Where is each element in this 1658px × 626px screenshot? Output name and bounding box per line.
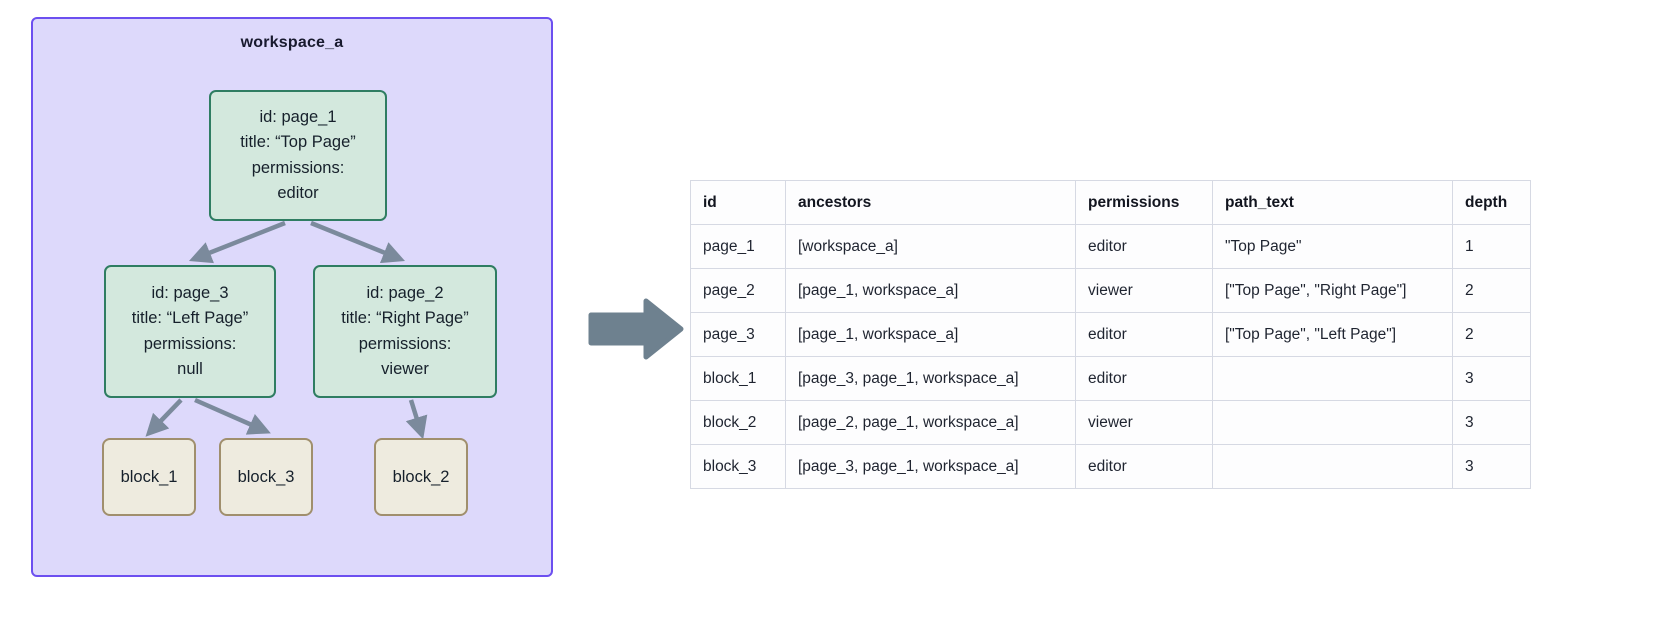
node-block-1[interactable]: block_1 <box>102 438 196 516</box>
table-row[interactable]: block_3 [page_3, page_1, workspace_a] ed… <box>690 444 1531 489</box>
node-page-2-line-permissions-value: viewer <box>381 359 429 378</box>
cell-depth: 2 <box>1452 312 1531 357</box>
node-page-3-line-permissions-label: permissions: <box>143 334 237 353</box>
cell-depth: 3 <box>1452 356 1531 401</box>
cell-depth: 3 <box>1452 444 1531 489</box>
cell-ancestors: [page_3, page_1, workspace_a] <box>785 356 1076 401</box>
cell-ancestors: [page_2, page_1, workspace_a] <box>785 400 1076 445</box>
table-row[interactable]: page_1 [workspace_a] editor "Top Page" 1 <box>690 224 1531 269</box>
cell-path-text <box>1212 444 1453 489</box>
cell-id: block_2 <box>690 400 786 445</box>
node-page-2-line-title: title: “Right Page” <box>341 309 469 328</box>
workspace-title: workspace_a <box>240 34 344 51</box>
cell-path-text: "Top Page" <box>1212 224 1453 269</box>
node-block-3[interactable]: block_3 <box>219 438 313 516</box>
table-row[interactable]: page_2 [page_1, workspace_a] viewer ["To… <box>690 268 1531 313</box>
column-header-id[interactable]: id <box>690 180 786 225</box>
node-page-3-line-id: id: page_3 <box>151 284 229 303</box>
node-page-2-line-id: id: page_2 <box>366 284 444 303</box>
cell-ancestors: [workspace_a] <box>785 224 1076 269</box>
cell-permissions: editor <box>1075 356 1213 401</box>
cell-permissions: editor <box>1075 312 1213 357</box>
cell-id: page_3 <box>690 312 786 357</box>
cell-ancestors: [page_3, page_1, workspace_a] <box>785 444 1076 489</box>
table-header-row: id ancestors permissions path_text depth <box>690 180 1531 225</box>
workspace-container: workspace_a id: page_1 title: “Top Page”… <box>31 17 553 577</box>
cell-depth: 2 <box>1452 268 1531 313</box>
table-row[interactable]: page_3 [page_1, workspace_a] editor ["To… <box>690 312 1531 357</box>
cell-permissions: viewer <box>1075 400 1213 445</box>
node-page-1-line-title: title: “Top Page” <box>240 133 356 152</box>
cell-path-text: ["Top Page", "Right Page"] <box>1212 268 1453 313</box>
node-page-3[interactable]: id: page_3 title: “Left Page” permission… <box>104 265 276 398</box>
cell-permissions: editor <box>1075 224 1213 269</box>
cell-depth: 3 <box>1452 400 1531 445</box>
node-page-1-line-permissions-value: editor <box>277 183 319 202</box>
node-page-3-line-permissions-value: null <box>177 359 203 378</box>
table-row[interactable]: block_1 [page_3, page_1, workspace_a] ed… <box>690 356 1531 401</box>
transforms-to-arrow-icon <box>588 298 684 360</box>
column-header-depth[interactable]: depth <box>1452 180 1531 225</box>
cell-id: page_1 <box>690 224 786 269</box>
node-page-2[interactable]: id: page_2 title: “Right Page” permissio… <box>313 265 497 398</box>
cell-path-text <box>1212 356 1453 401</box>
node-block-2-label: block_2 <box>392 467 450 486</box>
node-block-2[interactable]: block_2 <box>374 438 468 516</box>
cell-id: page_2 <box>690 268 786 313</box>
cell-permissions: viewer <box>1075 268 1213 313</box>
column-header-path-text[interactable]: path_text <box>1212 180 1453 225</box>
cell-id: block_1 <box>690 356 786 401</box>
result-table: id ancestors permissions path_text depth… <box>690 180 1531 489</box>
node-page-3-line-title: title: “Left Page” <box>131 309 249 328</box>
cell-path-text <box>1212 400 1453 445</box>
node-page-1-line-permissions-label: permissions: <box>251 158 345 177</box>
node-page-1-line-id: id: page_1 <box>259 108 337 127</box>
node-block-3-label: block_3 <box>237 467 295 486</box>
table-row[interactable]: block_2 [page_2, page_1, workspace_a] vi… <box>690 400 1531 445</box>
node-page-2-line-permissions-label: permissions: <box>358 334 452 353</box>
result-table-container: id ancestors permissions path_text depth… <box>690 180 1531 489</box>
cell-ancestors: [page_1, workspace_a] <box>785 268 1076 313</box>
cell-id: block_3 <box>690 444 786 489</box>
node-block-1-label: block_1 <box>120 467 178 486</box>
node-page-1[interactable]: id: page_1 title: “Top Page” permissions… <box>209 90 387 221</box>
column-header-ancestors[interactable]: ancestors <box>785 180 1076 225</box>
cell-depth: 1 <box>1452 224 1531 269</box>
column-header-permissions[interactable]: permissions <box>1075 180 1213 225</box>
cell-path-text: ["Top Page", "Left Page"] <box>1212 312 1453 357</box>
cell-ancestors: [page_1, workspace_a] <box>785 312 1076 357</box>
cell-permissions: editor <box>1075 444 1213 489</box>
